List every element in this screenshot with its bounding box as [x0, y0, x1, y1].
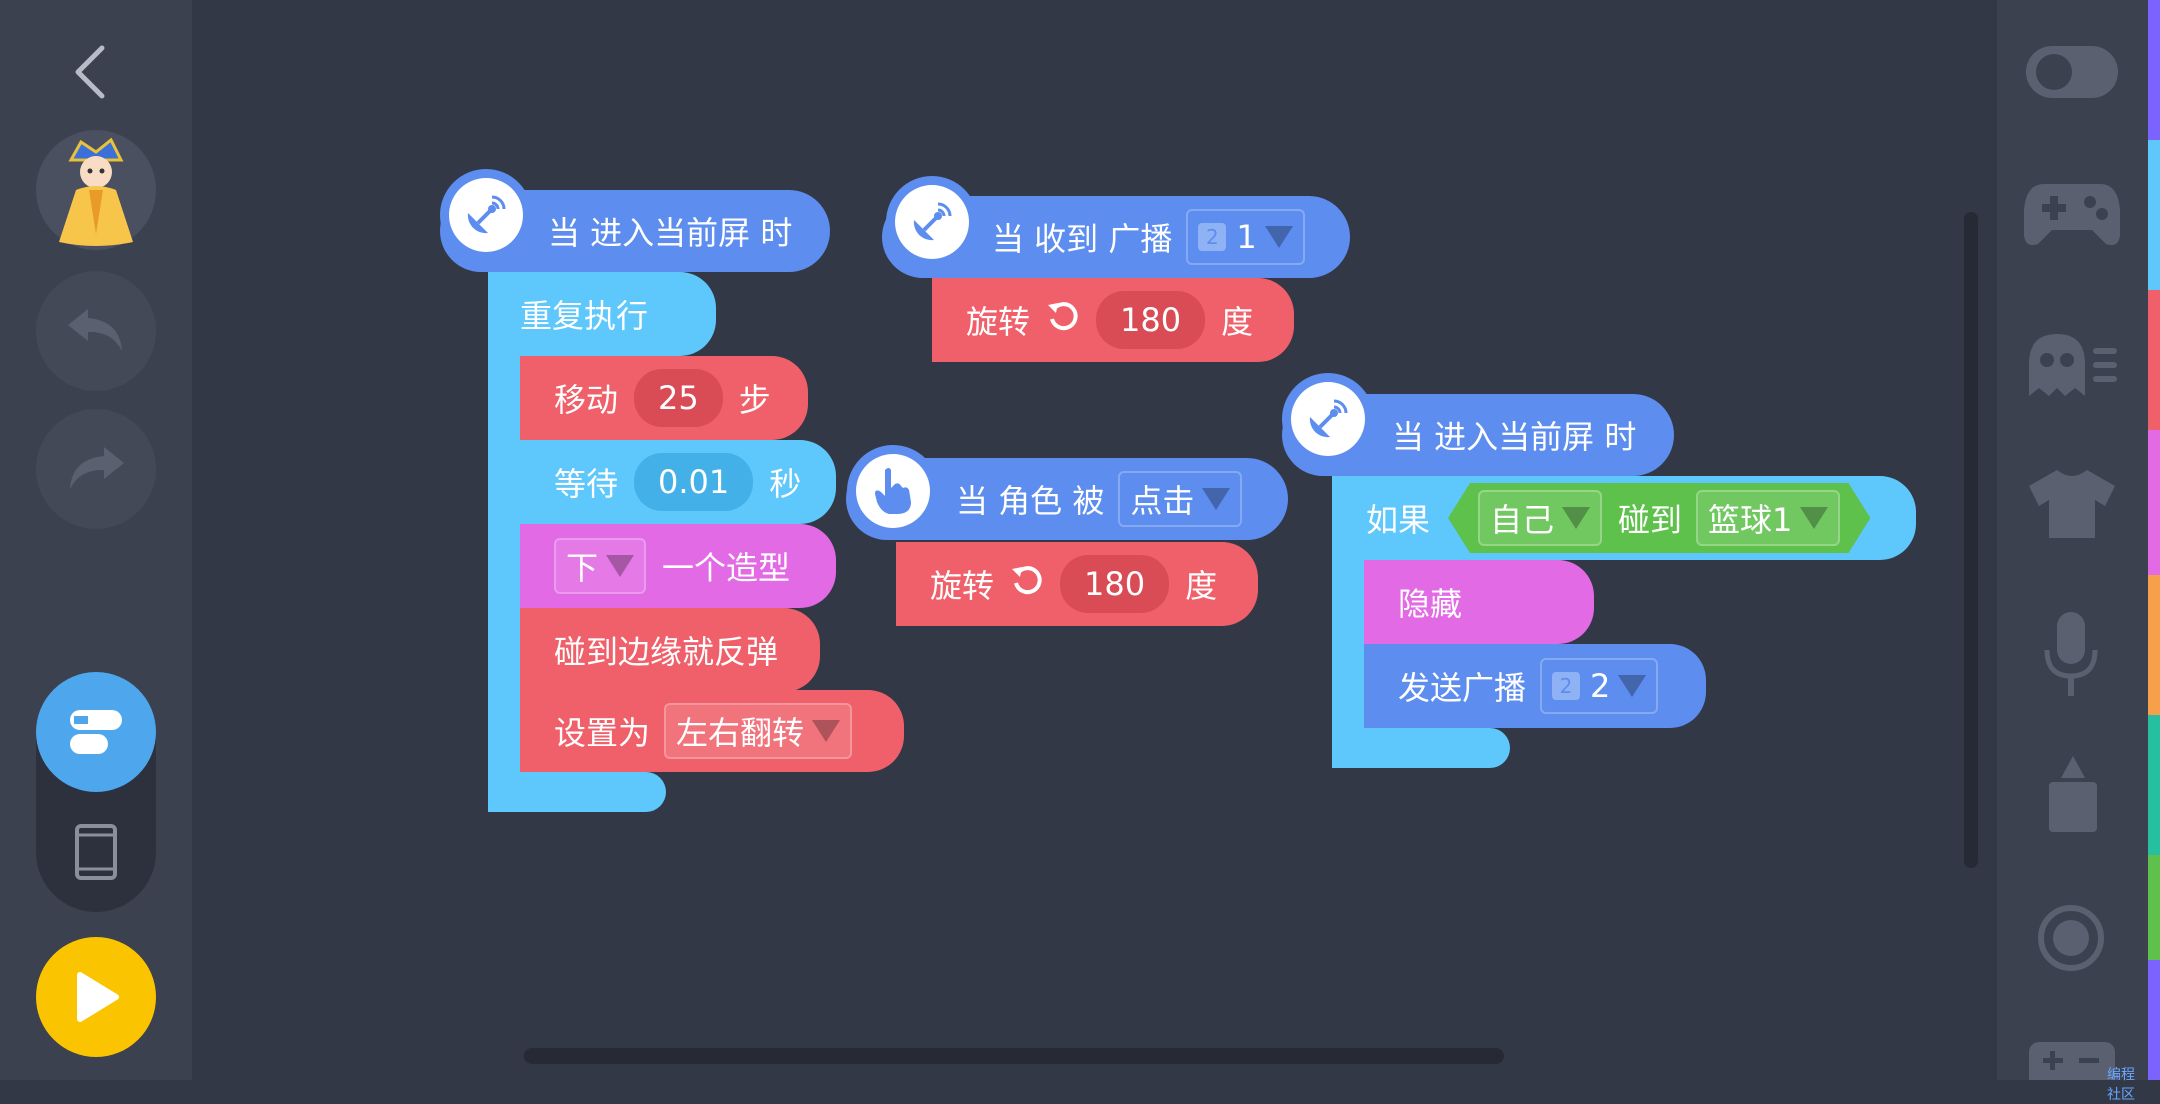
dropdown-arrow-icon [1618, 675, 1647, 697]
rotate-unit: 度 [1185, 567, 1218, 605]
wait-seconds-block[interactable]: 等待 0.01 秒 [520, 440, 836, 524]
category-color-strip [2148, 0, 2160, 1080]
redo-icon[interactable] [36, 409, 156, 529]
dropdown-arrow-icon [1264, 226, 1293, 248]
repeat-block-body [488, 272, 520, 812]
if-block-bottom [1332, 728, 1510, 768]
ghost-list-icon[interactable] [2025, 330, 2121, 404]
target-sprite-dropdown[interactable]: 篮球1 [1696, 490, 1840, 546]
rotate-label: 旋转 [930, 567, 995, 605]
repeat-forever-label: 重复执行 [520, 297, 649, 335]
move-unit: 步 [738, 381, 771, 419]
dropdown-arrow-icon [1202, 488, 1231, 510]
undo-icon[interactable] [36, 271, 156, 391]
blocks-icon[interactable] [36, 672, 156, 792]
plus-minus-icon[interactable] [2027, 1040, 2117, 1102]
gamepad-icon[interactable] [2022, 180, 2122, 254]
set-rotation-style-block[interactable]: 设置为 左右翻转 [520, 690, 904, 772]
bounce-label: 碰到边缘就反弹 [554, 633, 779, 671]
costume-label: 一个造型 [662, 549, 791, 587]
rotate-block[interactable]: 旋转 180 度 [932, 278, 1294, 362]
move-steps-block[interactable]: 移动 25 步 [520, 356, 808, 440]
dropdown-arrow-icon [606, 555, 635, 577]
horizontal-scrollbar[interactable] [524, 1048, 1504, 1064]
rotation-style-dropdown[interactable]: 左右翻转 [664, 703, 853, 759]
costume-direction-dropdown[interactable]: 下 [554, 538, 647, 594]
move-steps-input[interactable]: 25 [634, 369, 723, 427]
hat-label: 当 进入当前屏 时 [1392, 418, 1637, 456]
touching-label: 碰到 [1618, 501, 1683, 539]
bounce-on-edge-block[interactable]: 碰到边缘就反弹 [520, 608, 820, 692]
move-label: 移动 [554, 381, 619, 419]
target-sprite-value: 篮球1 [1708, 501, 1793, 539]
set-label: 设置为 [554, 714, 651, 752]
hat-label: 当 收到 广播 [992, 220, 1173, 258]
costume-direction-value: 下 [566, 549, 599, 587]
pen-icon[interactable] [2047, 754, 2099, 838]
if-block[interactable]: 如果 自己 碰到 篮球1 [1332, 476, 1916, 560]
rotate-degrees-input[interactable]: 180 [1096, 291, 1206, 349]
rotation-style-value: 左右翻转 [676, 714, 805, 752]
send-message-value: 2 [1590, 667, 1611, 705]
left-toolbar [0, 0, 192, 1080]
chevron-left-icon[interactable] [70, 44, 110, 104]
microphone-icon[interactable] [2041, 610, 2101, 704]
dropdown-arrow-icon [812, 720, 841, 742]
repeat-forever-block[interactable]: 重复执行 [488, 272, 716, 356]
dropdown-arrow-icon [1562, 507, 1590, 529]
hide-block[interactable]: 隐藏 [1364, 560, 1594, 644]
broadcast-message-dropdown[interactable]: 2 1 [1186, 209, 1305, 265]
rotate-ccw-icon [1046, 299, 1080, 341]
wait-label: 等待 [554, 465, 619, 503]
click-event-dropdown[interactable]: 点击 [1118, 471, 1243, 527]
rotate-label: 旋转 [966, 303, 1031, 341]
rotate-degrees-input[interactable]: 180 [1060, 555, 1170, 613]
dropdown-arrow-icon [1800, 507, 1828, 529]
self-sprite-dropdown[interactable]: 自己 [1478, 490, 1602, 546]
repeat-block-bottom [488, 772, 666, 812]
hide-label: 隐藏 [1398, 585, 1463, 623]
rotate-ccw-icon [1010, 563, 1044, 605]
watermark: 编程社区 [2107, 1067, 2135, 1103]
broadcast-antenna-icon [440, 169, 532, 261]
right-toolbar: 编程社区 [1997, 0, 2148, 1103]
if-label: 如果 [1366, 501, 1431, 539]
tablet-icon[interactable] [36, 792, 156, 912]
send-broadcast-label: 发送广播 [1398, 669, 1527, 707]
wait-unit: 秒 [769, 465, 802, 503]
touching-condition[interactable]: 自己 碰到 篮球1 [1448, 483, 1870, 553]
rotate-block[interactable]: 旋转 180 度 [896, 542, 1258, 626]
message-badge: 2 [1198, 223, 1227, 251]
message-badge: 2 [1552, 672, 1581, 700]
hat-label: 当 进入当前屏 时 [548, 214, 793, 252]
wait-seconds-input[interactable]: 0.01 [634, 453, 754, 511]
character-avatar[interactable] [36, 130, 156, 250]
send-message-dropdown[interactable]: 2 2 [1540, 658, 1659, 714]
rotate-unit: 度 [1221, 303, 1254, 341]
hat-label: 当 角色 被 [956, 482, 1105, 520]
play-button[interactable] [36, 937, 156, 1057]
self-sprite-value: 自己 [1490, 501, 1555, 539]
click-event-value: 点击 [1130, 482, 1195, 520]
broadcast-antenna-icon [886, 176, 978, 268]
when-enter-screen-hat[interactable]: 当 进入当前屏 时 [1282, 394, 1674, 476]
vertical-scrollbar[interactable] [1964, 212, 1978, 868]
play-icon [77, 972, 119, 1022]
send-broadcast-block[interactable]: 发送广播 2 2 [1364, 644, 1706, 728]
next-costume-block[interactable]: 下 一个造型 [520, 524, 836, 608]
shirt-icon[interactable] [2027, 466, 2117, 544]
record-icon[interactable] [2037, 904, 2105, 976]
broadcast-antenna-icon [1282, 373, 1374, 465]
broadcast-message-value: 1 [1236, 218, 1257, 256]
toggle-switch-icon[interactable] [2024, 44, 2120, 104]
pointer-hand-icon [847, 445, 939, 537]
